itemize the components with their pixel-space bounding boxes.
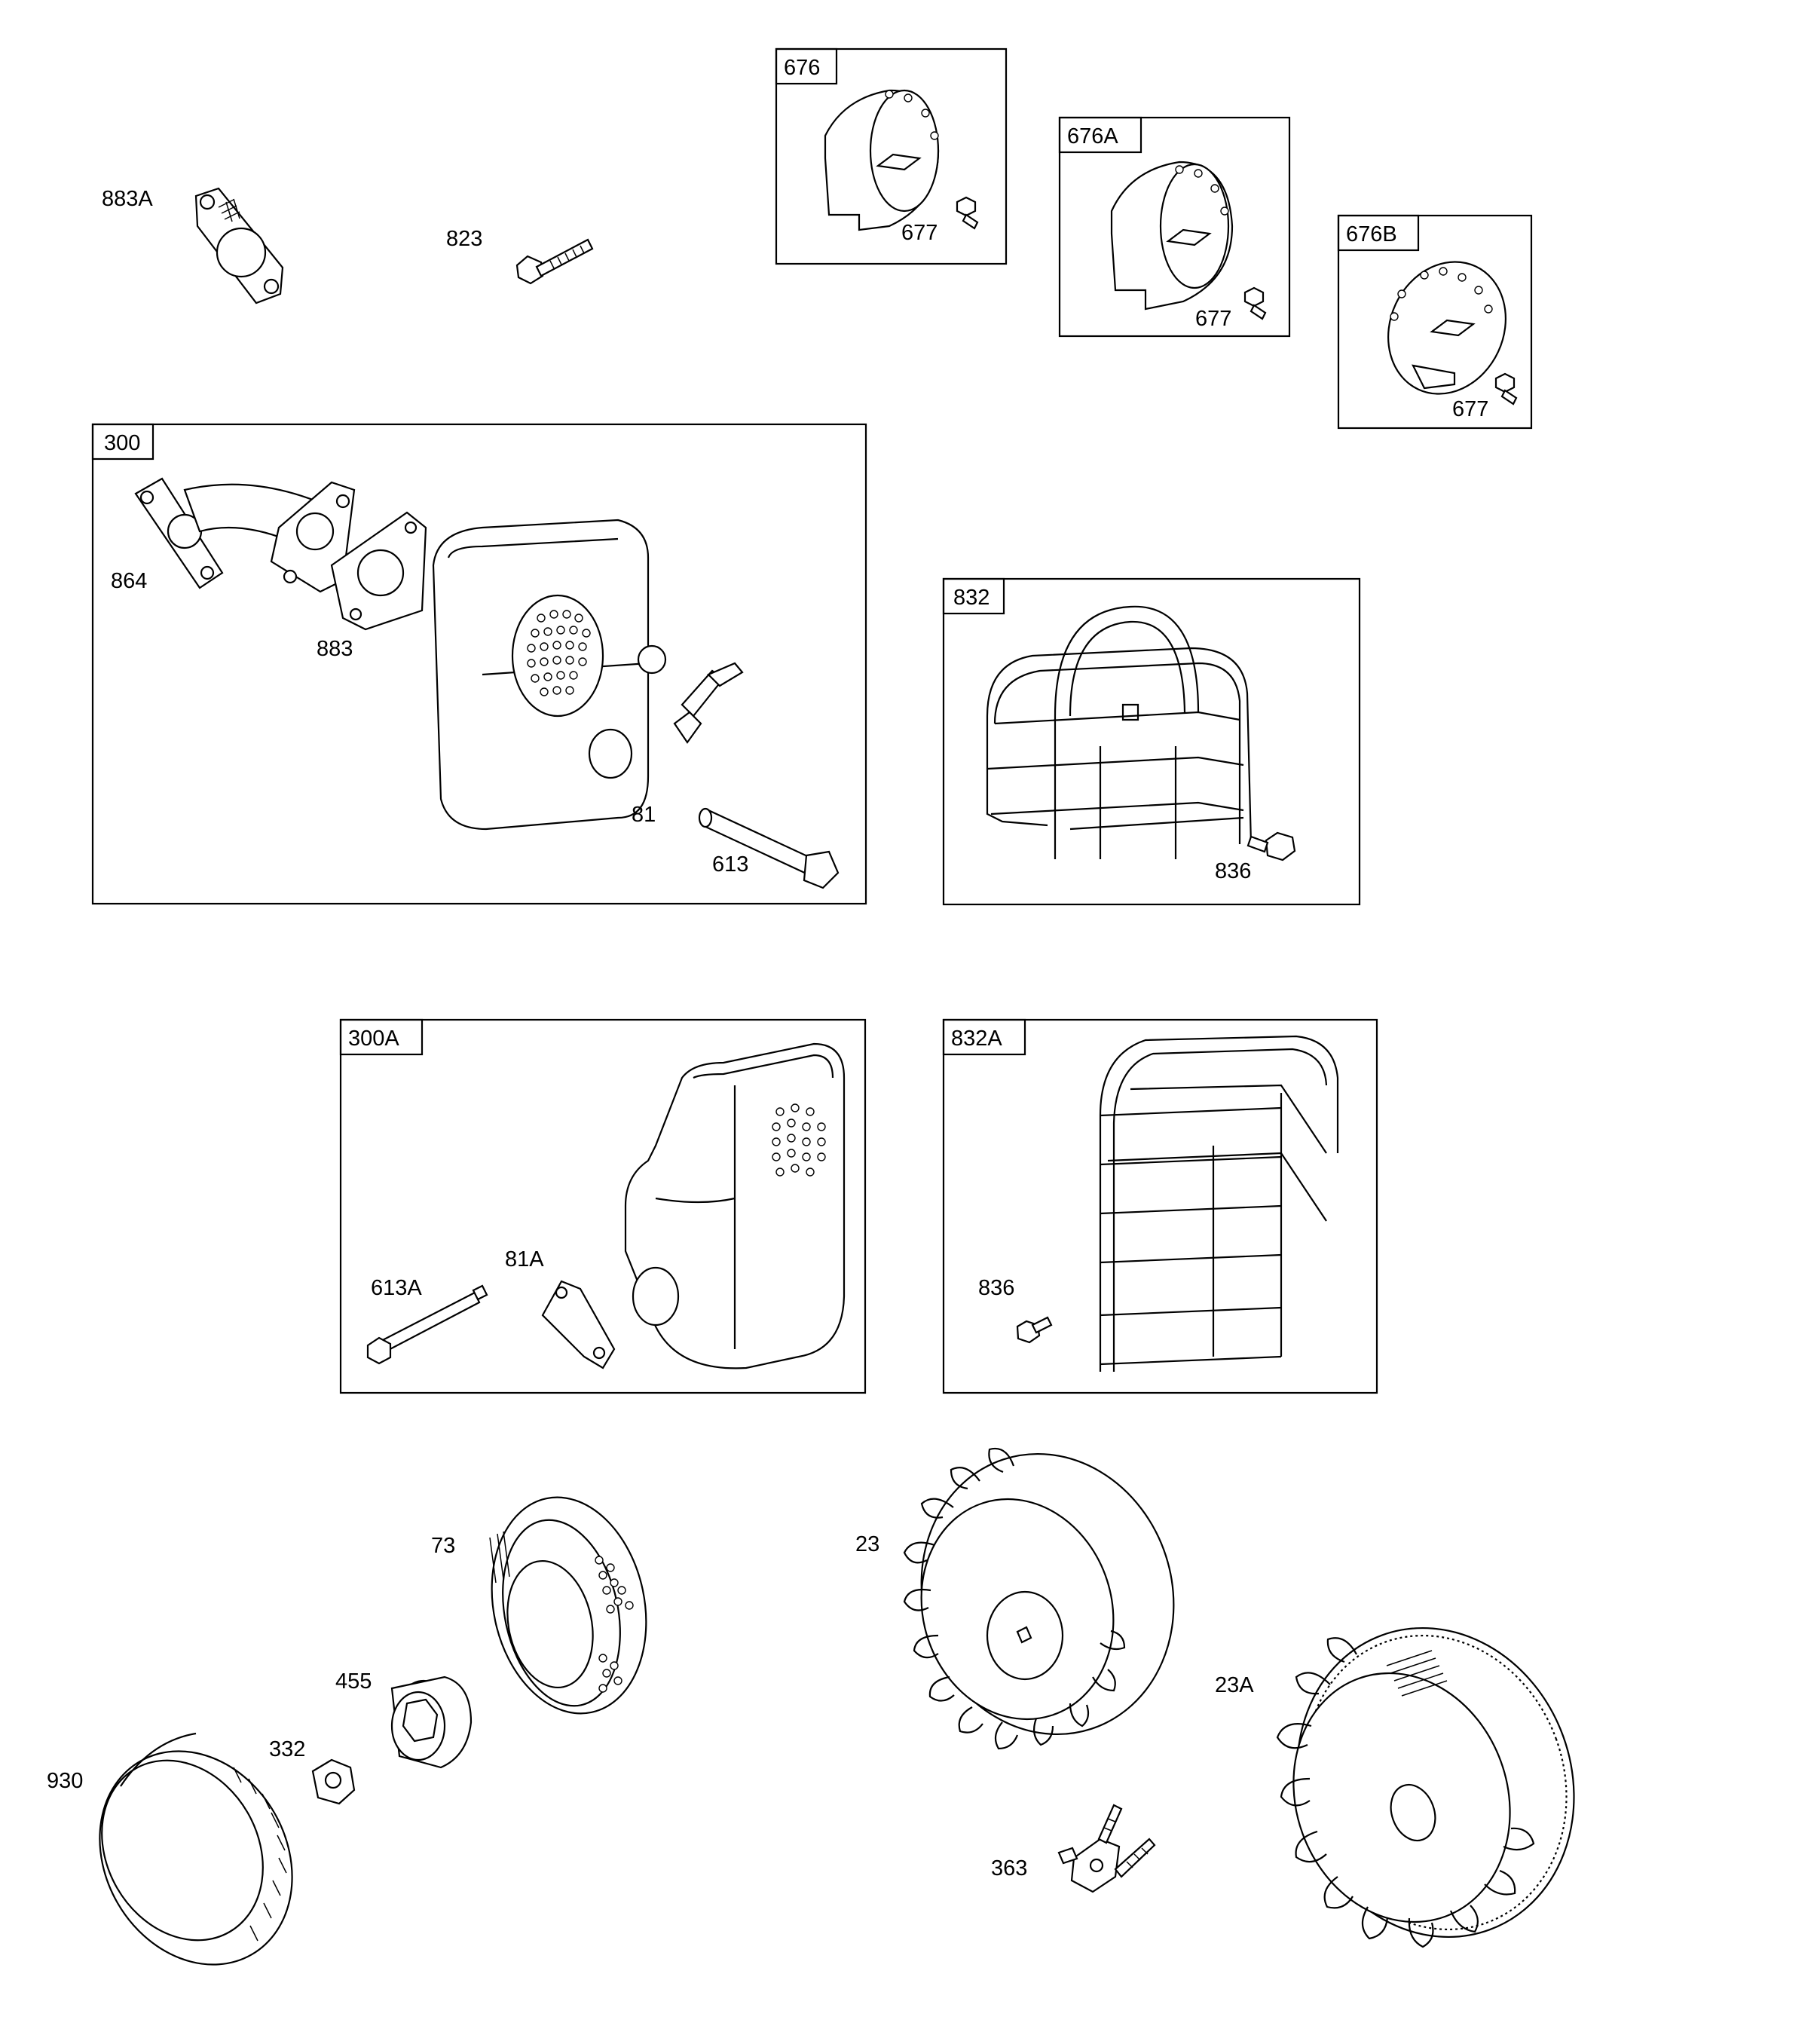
callout-300A: 300A	[348, 1027, 399, 1051]
part-832A-muffler-guard[interactable]	[1099, 1035, 1339, 1372]
callout-676: 676	[784, 56, 820, 80]
callout-81A: 81A	[505, 1247, 544, 1271]
kit-box-676	[775, 47, 1008, 265]
part-81A-deflector[interactable]	[541, 1280, 616, 1369]
callout-832: 832	[953, 586, 990, 610]
callout-332: 332	[269, 1737, 305, 1761]
part-676-spark-arrestor[interactable]	[824, 89, 940, 231]
part-823-bolt[interactable]	[515, 238, 594, 285]
kit-box-832	[942, 577, 1361, 906]
part-73-rotating-screen[interactable]	[473, 1483, 665, 1727]
part-864-exhaust-elbow[interactable]	[134, 477, 356, 593]
part-883-gasket[interactable]	[330, 511, 427, 631]
part-300-muffler[interactable]	[432, 519, 667, 831]
callout-677-c: 677	[1452, 397, 1488, 421]
callout-81: 81	[632, 803, 656, 827]
callout-883: 883	[317, 637, 353, 661]
kit-tag-832A	[942, 1018, 1026, 1056]
part-23A-flywheel[interactable]	[1255, 1589, 1617, 1976]
callout-930: 930	[47, 1769, 83, 1793]
part-676B-spark-arrestor[interactable]	[1367, 243, 1527, 414]
kit-box-300A	[339, 1018, 867, 1394]
callout-613A: 613A	[371, 1276, 422, 1300]
part-613-stud[interactable]	[698, 807, 840, 889]
callout-836-b: 836	[978, 1276, 1014, 1300]
part-332-nut[interactable]	[311, 1758, 356, 1805]
kit-box-300	[91, 423, 867, 905]
callout-363: 363	[991, 1856, 1027, 1880]
callout-676B: 676B	[1346, 222, 1397, 246]
callout-883A: 883A	[102, 187, 153, 211]
part-676A-spark-arrestor[interactable]	[1110, 161, 1234, 311]
part-677-screw-a[interactable]	[956, 196, 979, 230]
part-363-key-bracket[interactable]	[1057, 1804, 1156, 1893]
part-677-screw-c[interactable]	[1494, 372, 1518, 405]
kit-tag-832	[942, 577, 1005, 615]
callout-832A: 832A	[951, 1027, 1002, 1051]
callout-300: 300	[104, 431, 140, 455]
kit-tag-300	[91, 423, 154, 461]
part-930-ring[interactable]	[62, 1716, 330, 2000]
part-677-screw-b[interactable]	[1243, 286, 1267, 320]
part-455-hub[interactable]	[390, 1675, 473, 1769]
part-81-deflector[interactable]	[673, 662, 744, 744]
part-836-screw-b[interactable]	[1016, 1316, 1053, 1344]
callout-73: 73	[431, 1534, 455, 1558]
kit-box-832A	[942, 1018, 1378, 1394]
callout-676A: 676A	[1067, 124, 1118, 148]
part-23-flywheel[interactable]	[886, 1421, 1210, 1767]
kit-tag-676A	[1058, 116, 1142, 154]
kit-tag-676	[775, 47, 838, 85]
kit-tag-676B	[1337, 214, 1420, 252]
kit-box-676B	[1337, 214, 1533, 430]
part-836-screw-a[interactable]	[1246, 831, 1296, 861]
part-832-muffler-guard[interactable]	[986, 605, 1253, 859]
callout-864: 864	[111, 569, 147, 593]
callout-23A: 23A	[1215, 1673, 1254, 1697]
callout-823: 823	[446, 227, 482, 251]
callout-836-a: 836	[1215, 859, 1251, 883]
callout-455: 455	[335, 1669, 372, 1694]
callout-677-b: 677	[1195, 307, 1231, 331]
part-613A-stud[interactable]	[366, 1284, 488, 1365]
callout-23: 23	[855, 1532, 879, 1556]
kit-box-676A	[1058, 116, 1291, 338]
kit-tag-300A	[339, 1018, 424, 1056]
callout-613: 613	[712, 852, 748, 877]
callout-677-a: 677	[901, 221, 938, 245]
part-300A-muffler[interactable]	[624, 1042, 846, 1369]
part-883A-gasket[interactable]	[194, 187, 284, 304]
